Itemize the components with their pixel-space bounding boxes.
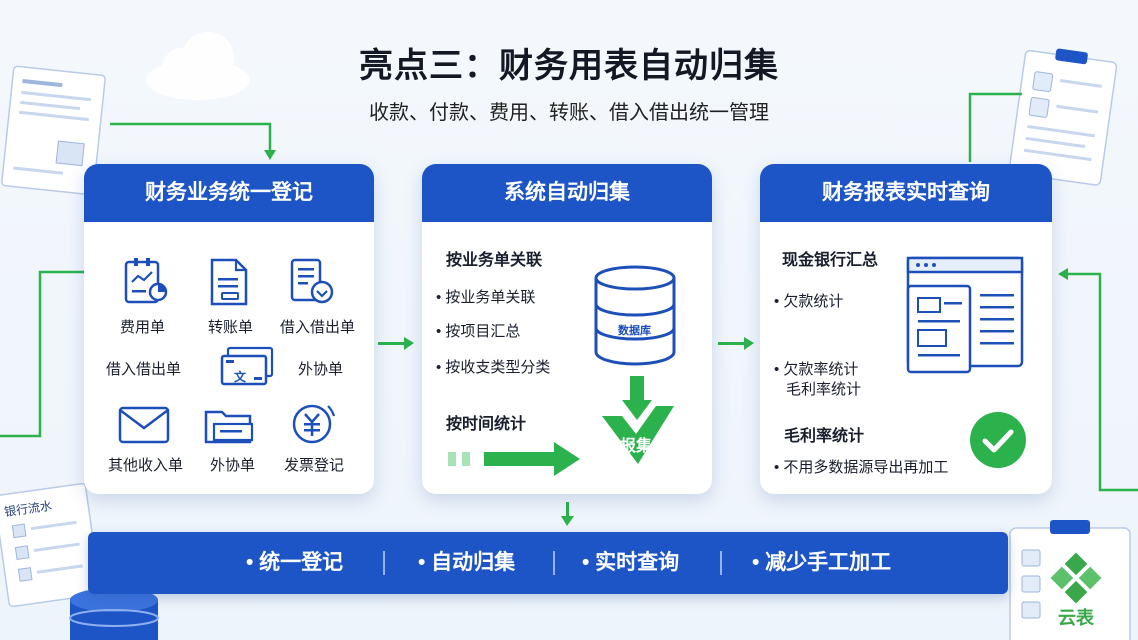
section-gross-margin: 毛利率统计 (784, 428, 865, 445)
bullet-by-project: • 按项目汇总 (436, 323, 521, 340)
database-label: 数据库 (618, 325, 651, 337)
bullet-gross-margin: 毛利率统计 (786, 381, 862, 398)
progress-arrow-icon (448, 442, 580, 476)
bank-document-icon (0, 482, 101, 608)
cash-icon-text: 文 (234, 370, 247, 384)
bullet-by-type: • 按收支类型分类 (436, 359, 551, 376)
card-report-query-title: 财务报表实时查询 (760, 164, 1052, 222)
banner-item-unified-register: • 统一登记 (246, 551, 344, 574)
mail-icon (118, 406, 170, 444)
collect-label: 报集 (620, 438, 653, 455)
label-other-income-form: 其他收入单 (108, 457, 184, 474)
page-subtitle: 收款、付款、费用、转账、借入借出统一管理 (369, 102, 769, 124)
banner-item-realtime-query: • 实时查询 (582, 551, 680, 574)
bullet-by-document: • 按业务单关联 (436, 289, 536, 306)
arrow-down-1 (264, 150, 276, 160)
card-registration: 财务业务统一登记 费用单 转账单 借入借出单 借入借出单 文 外协单 (84, 164, 374, 494)
clipboard-icon-bottom-right (1009, 520, 1131, 640)
card-auto-collect-title: 系统自动归集 (422, 164, 712, 222)
label-expense-form: 费用单 (120, 319, 166, 336)
card-registration-title: 财务业务统一登记 (84, 164, 374, 222)
loan-form-icon (290, 258, 334, 304)
label-outsourcing-form-2: 外协单 (210, 457, 256, 474)
check-circle-icon (970, 412, 1026, 468)
summary-banner: • 统一登记 • 自动归集 • 实时查询 • 减少手工加工 (88, 532, 1008, 594)
folder-icon (204, 410, 254, 444)
bullet-no-export: • 不用多数据源导出再加工 (774, 459, 949, 476)
banner-separator (553, 551, 555, 575)
label-outsourcing-form: 外协单 (298, 361, 344, 378)
page-title: 亮点三：财务用表自动归集 (359, 47, 779, 85)
document-icon-top-left (1, 65, 106, 196)
arrow-down-2 (561, 516, 574, 526)
banner-separator (383, 551, 385, 575)
section-by-time: 按时间统计 (446, 416, 527, 433)
label-invoice-register: 发票登记 (284, 457, 345, 474)
collect-arrow-icon (602, 376, 674, 464)
report-window-icon (906, 256, 1024, 374)
cloud-icon (146, 32, 250, 100)
section-by-document: 按业务单关联 (446, 252, 543, 269)
card-report-query: 财务报表实时查询 现金银行汇总 • 欠款统计 • 欠款率统计 毛利率统计 毛利率… (760, 164, 1052, 494)
card-auto-collect: 系统自动归集 按业务单关联 • 按业务单关联 • 按项目汇总 • 按收支类型分类… (422, 164, 712, 494)
arrow-left-1 (1058, 268, 1068, 280)
section-cash-bank: 现金银行汇总 (782, 252, 879, 269)
transfer-form-icon (210, 258, 248, 306)
yuan-coin-icon (292, 404, 336, 444)
database-deco-icon (69, 588, 159, 640)
connector-lines (0, 92, 1138, 492)
label-loan-form: 借入借出单 (280, 319, 356, 336)
bullet-arrears: • 欠款统计 (774, 293, 844, 310)
arrow-right-2 (744, 337, 754, 350)
bullet-arrears-rate: • 欠款率统计 (774, 361, 859, 378)
banner-item-reduce-manual: • 减少手工加工 (752, 551, 892, 574)
database-icon (594, 265, 676, 366)
clipboard-icon-top-right (1008, 48, 1118, 186)
banner-separator (720, 551, 722, 575)
label-transfer-form: 转账单 (208, 319, 254, 336)
logo-text: 云表 (1058, 608, 1094, 628)
label-loan-form-2: 借入借出单 (106, 361, 182, 378)
banner-item-auto-collect: • 自动归集 (418, 551, 516, 574)
cash-icon (220, 346, 274, 386)
arrow-right-1 (404, 337, 414, 350)
expense-form-icon (124, 258, 168, 304)
